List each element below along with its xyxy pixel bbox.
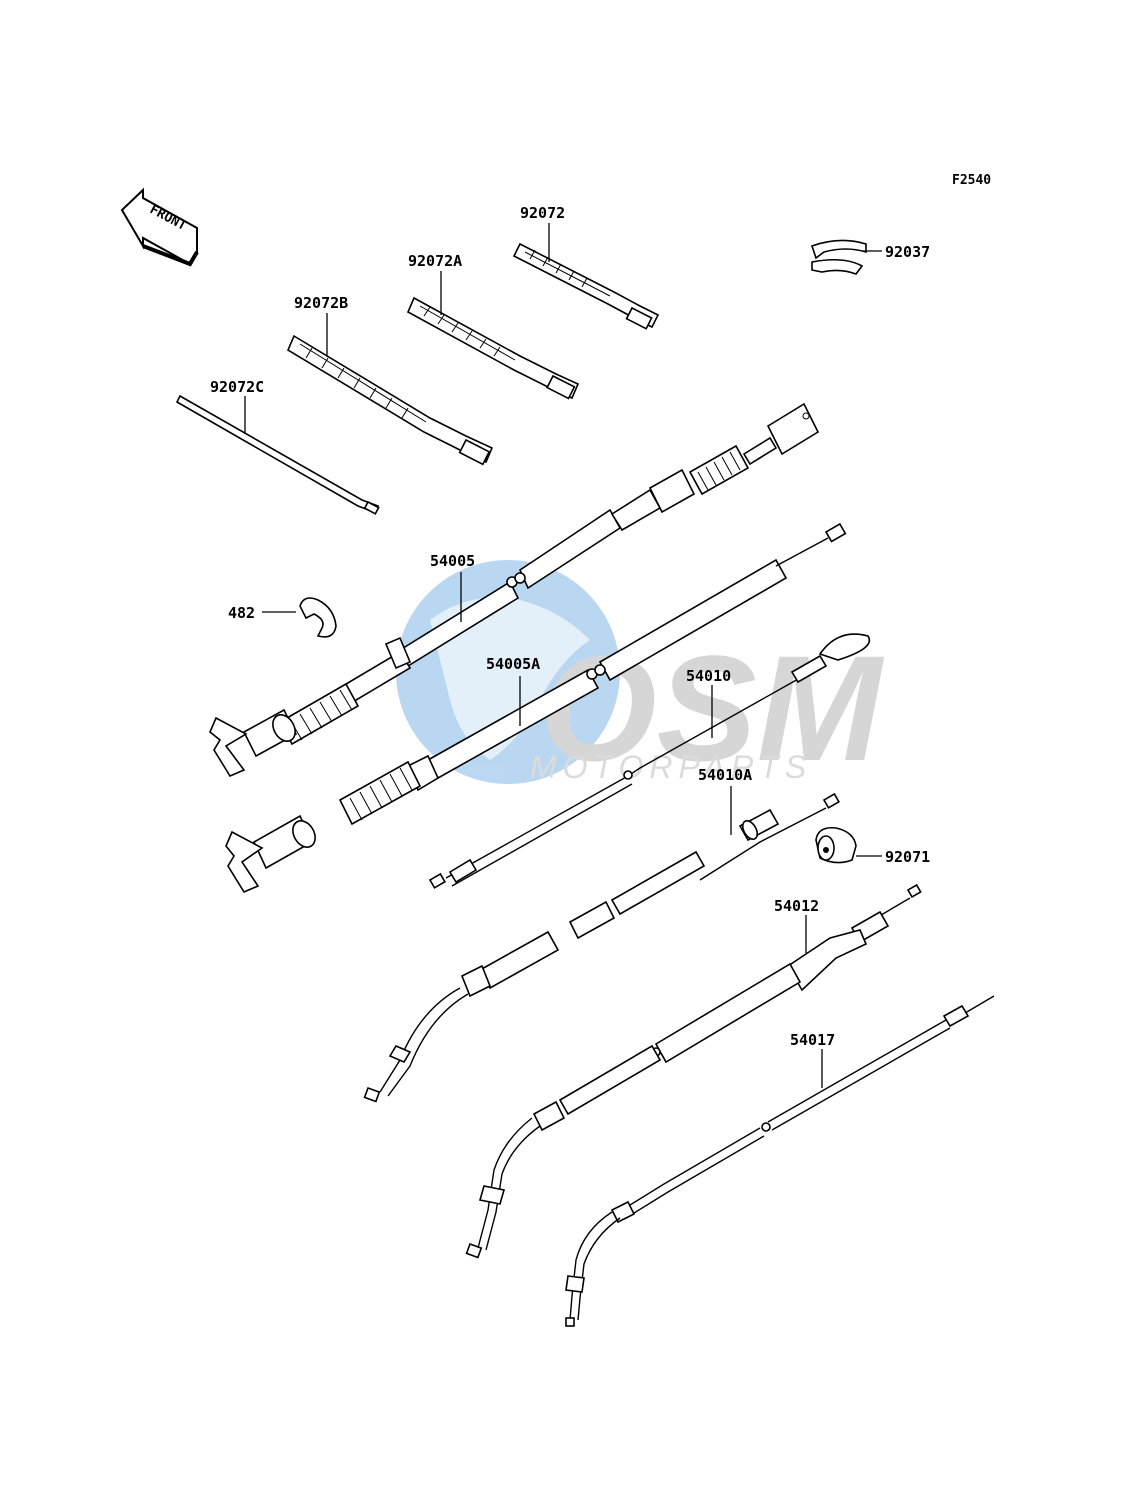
part-54017-cable: [565, 995, 995, 1327]
part-92071-grommet: [815, 826, 857, 864]
label-54005: 54005: [430, 552, 475, 570]
part-92072C-cable-tie: [175, 394, 380, 515]
label-54005A: 54005A: [486, 655, 540, 673]
label-54010A: 54010A: [698, 766, 752, 784]
diagram-code: F2540: [952, 173, 991, 188]
watermark-globe-icon: [396, 560, 620, 784]
label-54017: 54017: [790, 1031, 835, 1049]
part-54012-cable: [465, 883, 922, 1259]
label-92072B: 92072B: [294, 294, 348, 312]
part-92072-cable-strap: [512, 242, 660, 330]
part-54010A-cable: [363, 792, 840, 1103]
part-54005A-cable: [225, 522, 847, 894]
front-arrow-icon: FRONT: [120, 187, 199, 267]
part-54005-cable: [209, 402, 820, 778]
part-92037-clamp: [810, 239, 867, 275]
label-482: 482: [228, 604, 255, 622]
part-482-circlip: [299, 597, 337, 638]
watermark-subtitle: MOTORPARTS: [530, 749, 812, 785]
label-92071: 92071: [885, 848, 930, 866]
label-92072A: 92072A: [408, 252, 462, 270]
label-92072C: 92072C: [210, 378, 264, 396]
label-92037: 92037: [885, 243, 930, 261]
label-92072: 92072: [520, 204, 565, 222]
part-54010-cable: [428, 633, 871, 889]
label-54012: 54012: [774, 897, 819, 915]
part-92072A-cable-strap: [406, 296, 580, 400]
label-54010: 54010: [686, 667, 731, 685]
part-92072B-cable-strap: [286, 334, 494, 466]
